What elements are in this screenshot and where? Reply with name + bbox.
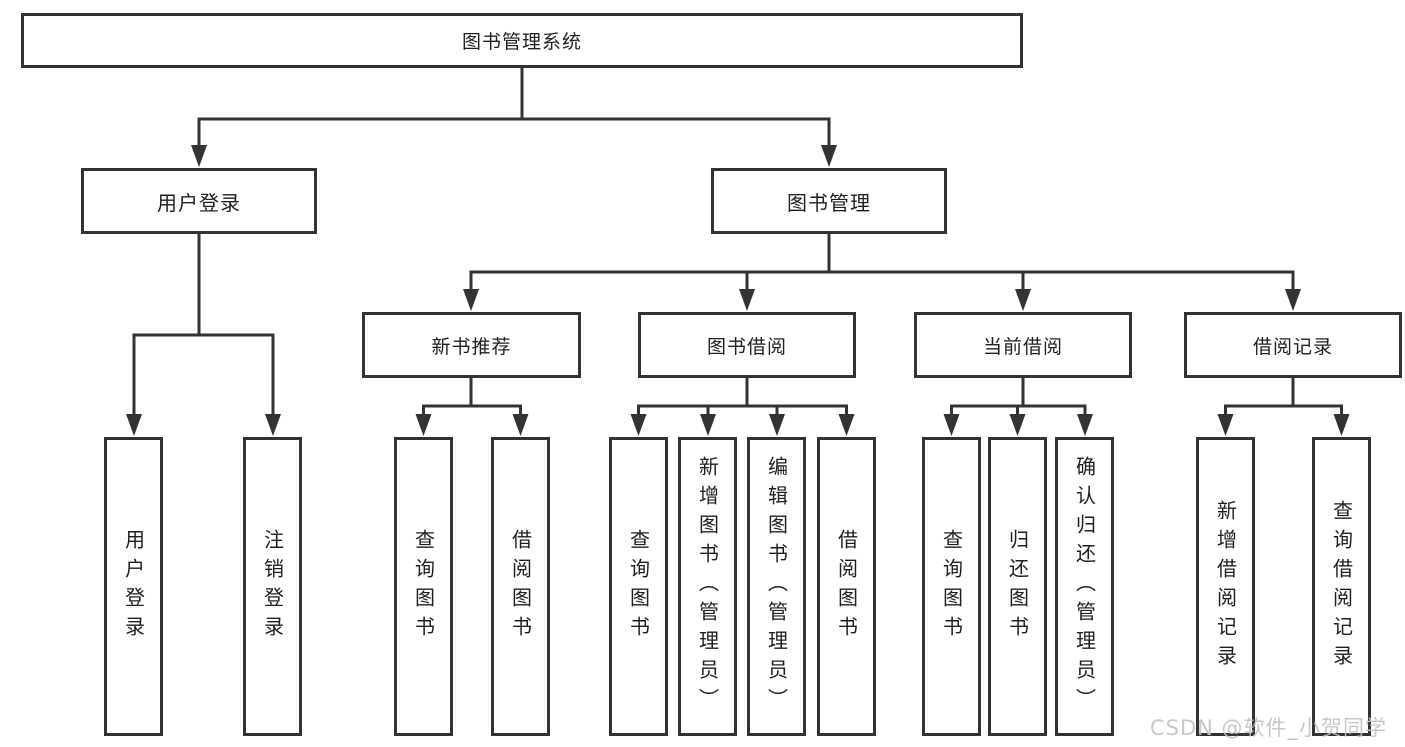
leaf-borrow-books: 借阅图书 bbox=[817, 437, 876, 736]
node-library-system: 图书管理系统 bbox=[21, 13, 1023, 68]
arrow-icon bbox=[943, 414, 960, 436]
leaf-query-borrow-record: 查询借阅记录 bbox=[1312, 437, 1371, 736]
leaf-confirm-return-admin: 确认归还（管理员） bbox=[1055, 437, 1114, 736]
leaf-logout: 注销登录 bbox=[243, 437, 302, 736]
arrow-icon bbox=[1217, 414, 1234, 436]
node-new-book-recommend: 新书推荐 bbox=[362, 312, 581, 378]
leaf-user-login: 用户登录 bbox=[104, 437, 163, 736]
borrow-records-subtree-lines bbox=[1224, 376, 1343, 432]
root-trunk bbox=[197, 66, 831, 163]
arrow-icon bbox=[821, 145, 837, 167]
arrow-icon bbox=[1077, 414, 1093, 436]
arrow-icon bbox=[265, 414, 281, 436]
arrow-icon bbox=[1015, 289, 1031, 311]
csdn-watermark: CSDN @软件_小贺同学 bbox=[1150, 716, 1388, 740]
leaf-query-books-recommend: 查询图书 bbox=[394, 437, 453, 736]
node-borrow-records: 借阅记录 bbox=[1184, 312, 1402, 378]
book-mgmt-subtree-lines bbox=[469, 232, 1295, 307]
leaf-query-books-borrow: 查询图书 bbox=[609, 437, 668, 736]
arrow-icon bbox=[463, 289, 479, 311]
arrow-icon bbox=[191, 145, 207, 167]
node-book-borrow: 图书借阅 bbox=[638, 312, 856, 378]
arrow-icon bbox=[700, 414, 716, 436]
node-user-login: 用户登录 bbox=[81, 168, 317, 234]
arrow-icon bbox=[1333, 414, 1350, 436]
leaf-edit-books-admin: 编辑图书（管理员） bbox=[747, 437, 806, 736]
arrow-icon bbox=[769, 414, 785, 436]
leaf-borrow-books-recommend: 借阅图书 bbox=[491, 437, 550, 736]
node-book-management: 图书管理 bbox=[711, 168, 947, 234]
arrowheads bbox=[126, 145, 1350, 436]
arrow-icon bbox=[739, 289, 755, 311]
user-login-subtree-lines bbox=[132, 232, 275, 432]
arrow-icon bbox=[1009, 414, 1026, 436]
arrow-icon bbox=[1285, 289, 1301, 311]
arrow-icon bbox=[630, 414, 647, 436]
book-borrow-subtree-lines bbox=[637, 376, 848, 432]
leaf-query-books-current: 查询图书 bbox=[922, 437, 981, 736]
leaf-return-books: 归还图书 bbox=[988, 437, 1047, 736]
arrow-icon bbox=[838, 414, 855, 436]
arrow-icon bbox=[415, 414, 432, 436]
leaf-add-books-admin: 新增图书（管理员） bbox=[678, 437, 737, 736]
new-book-rec-subtree-lines bbox=[422, 376, 522, 432]
leaf-add-borrow-record: 新增借阅记录 bbox=[1196, 437, 1255, 736]
arrow-icon bbox=[126, 414, 142, 436]
arrow-icon bbox=[512, 414, 529, 436]
node-current-borrow: 当前借阅 bbox=[914, 312, 1132, 378]
